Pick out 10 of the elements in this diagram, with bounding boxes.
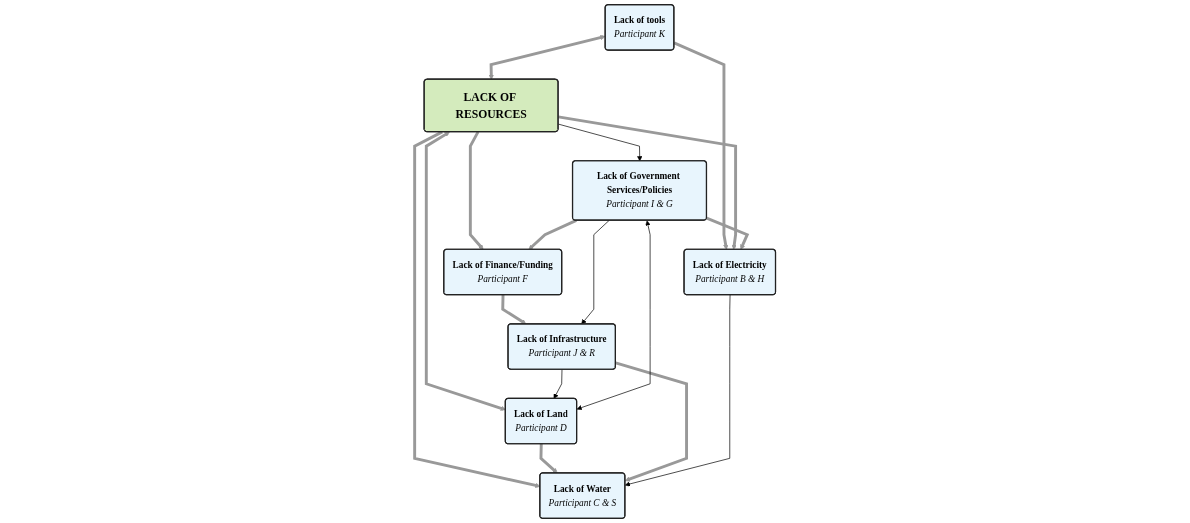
arrow xyxy=(501,294,527,325)
arrow xyxy=(468,131,484,250)
arrow xyxy=(539,444,558,474)
arrow xyxy=(424,131,506,411)
arrow xyxy=(615,361,688,482)
arrow xyxy=(673,41,729,250)
arrow xyxy=(488,35,606,80)
arrow xyxy=(706,216,750,250)
arrow xyxy=(528,219,577,250)
arrow xyxy=(558,115,737,250)
